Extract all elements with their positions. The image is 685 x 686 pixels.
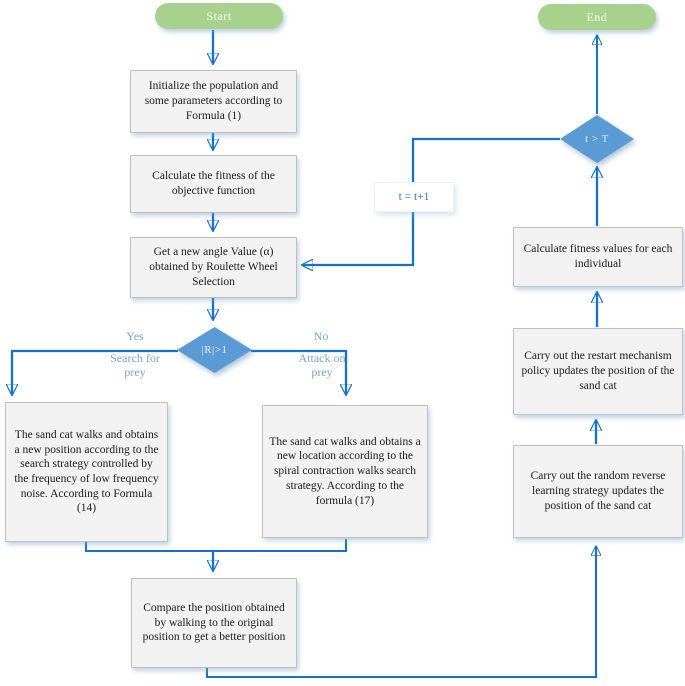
branch-label-yes: Yes [126, 329, 144, 343]
connector-no-branch [251, 349, 346, 394]
decision-r-label: |R|>1 [177, 327, 252, 373]
get-angle-box: Get a new angle Value (α) obtained by Ro… [130, 237, 297, 298]
branch-label-no: No [313, 329, 329, 343]
connector-compare-random [206, 547, 596, 678]
t-increment-label: t = t+1 [374, 182, 454, 212]
fitness-individual-box: Calculate fitness values for each indivi… [513, 227, 683, 287]
initialize-population-box: Initialize the population and some param… [130, 70, 297, 133]
decision-t-diamond: t > T [560, 115, 634, 163]
calculate-fitness-box: Calculate the fitness of the objective f… [130, 155, 297, 213]
start-node: Start [155, 3, 283, 29]
compare-position-box: Compare the position obtained by walking… [131, 578, 297, 668]
end-node: End [538, 4, 656, 30]
random-reverse-learning-box: Carry out the random reverse learning st… [513, 445, 683, 538]
spiral-contraction-box: The sand cat walks and obtains a new loc… [262, 405, 428, 538]
branch-label-search-for-prey: Search for prey [110, 351, 160, 379]
connector-merge [85, 539, 347, 552]
search-strategy-box: The sand cat walks and obtains a new pos… [5, 402, 168, 542]
decision-r-diamond: |R|>1 [177, 327, 252, 373]
branch-label-attack-on-prey: Attack on prey [298, 351, 346, 379]
connector-yes-branch [12, 349, 178, 394]
decision-t-label: t > T [560, 115, 634, 163]
restart-mechanism-box: Carry out the restart mechanism policy u… [513, 328, 683, 415]
